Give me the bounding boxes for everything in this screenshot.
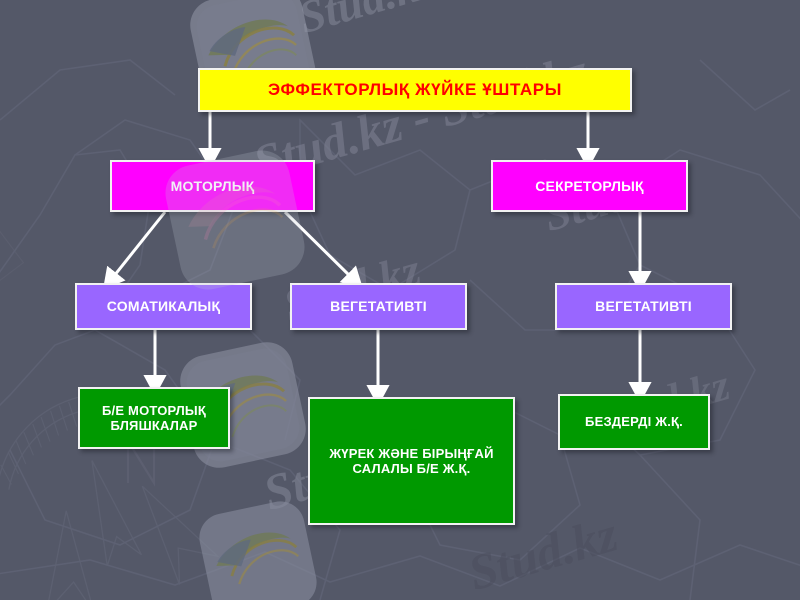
node-motor-plaques[interactable]: Б/Е МОТОРЛЫҚ БЛЯШКАЛАР xyxy=(78,387,230,449)
node-motor-plaques-line2: БЛЯШКАЛАР xyxy=(110,418,198,433)
node-somatic-label: СОМАТИКАЛЫҚ xyxy=(106,298,221,315)
node-vegetative-secretory[interactable]: ВЕГЕТАТИВТІ xyxy=(555,283,732,330)
node-secretory[interactable]: СЕКРЕТОРЛЫҚ xyxy=(491,160,688,212)
node-vegetative-motor-label: ВЕГЕТАТИВТІ xyxy=(330,298,427,315)
node-motor[interactable]: МОТОРЛЫҚ xyxy=(110,160,315,212)
watermark-text: Stud.kz xyxy=(293,0,442,44)
edge-motor-vegetative xyxy=(283,210,364,290)
watermark-logo-bottom xyxy=(199,501,317,600)
node-vegetative-motor[interactable]: ВЕГЕТАТИВТІ xyxy=(290,283,467,330)
node-glands-label: БЕЗДЕРДІ Ж.Қ. xyxy=(585,414,683,430)
edge-motor-somatic xyxy=(102,211,167,290)
node-heart-smooth-muscle[interactable]: ЖҮРЕК ЖӘНЕ БІРЫҢҒАЙ САЛАЛЫ Б/Е Ж.Қ. xyxy=(308,397,515,525)
node-vegetative-secretory-label: ВЕГЕТАТИВТІ xyxy=(595,298,692,315)
node-glands[interactable]: БЕЗДЕРДІ Ж.Қ. xyxy=(558,394,710,450)
node-heart-smooth-muscle-line2: САЛАЛЫ Б/Е Ж.Қ. xyxy=(352,461,471,476)
node-root-label: ЭФФЕКТОРЛЫҚ ЖҮЙКЕ ҰШТАРЫ xyxy=(268,79,562,99)
node-motor-label: МОТОРЛЫҚ xyxy=(170,177,255,194)
node-motor-plaques-line1: Б/Е МОТОРЛЫҚ xyxy=(102,402,206,418)
node-somatic[interactable]: СОМАТИКАЛЫҚ xyxy=(75,283,252,330)
node-heart-smooth-muscle-line1: ЖҮРЕК ЖӘНЕ БІРЫҢҒАЙ xyxy=(329,445,494,461)
node-root[interactable]: ЭФФЕКТОРЛЫҚ ЖҮЙКЕ ҰШТАРЫ xyxy=(198,68,632,112)
node-secretory-label: СЕКРЕТОРЛЫҚ xyxy=(535,177,644,194)
